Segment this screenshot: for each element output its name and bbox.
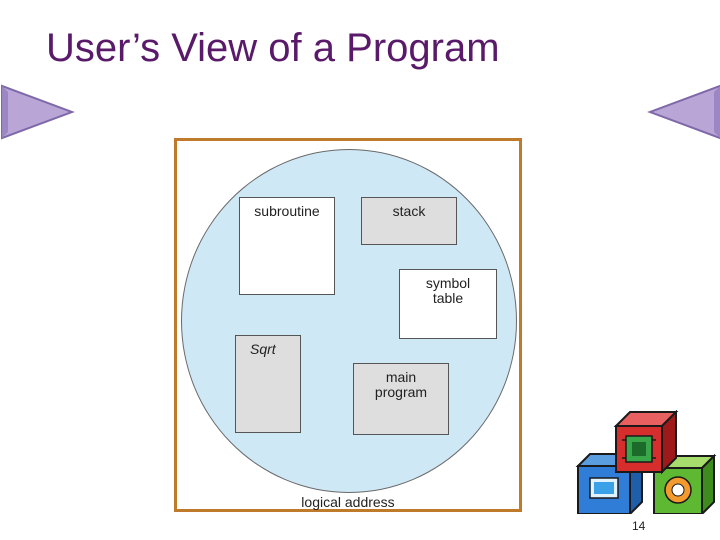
slide-title: User’s View of a Program	[46, 26, 500, 70]
segment-symbol-table: symbol table	[399, 269, 497, 339]
toy-blocks-clipart	[575, 410, 717, 514]
page-number: 14	[632, 519, 646, 533]
segment-sqrt: Sqrt	[235, 335, 301, 433]
previous-slide-arrow-icon[interactable]	[0, 84, 76, 140]
segment-stack-label: stack	[392, 203, 426, 219]
figure-caption: logical address	[301, 494, 395, 510]
logical-address-space-figure: subroutine stack symbol table Sqrt main …	[174, 138, 522, 512]
segment-main-program-label-line1: main	[385, 369, 417, 385]
segment-stack: stack	[361, 197, 457, 245]
segment-main-program: main program	[353, 363, 449, 435]
segment-symbol-table-label-line1: symbol	[425, 275, 471, 291]
segment-symbol-table-label-line2: table	[432, 290, 464, 306]
next-slide-arrow-icon[interactable]	[646, 84, 720, 140]
segment-main-program-label-line2: program	[374, 384, 428, 400]
segment-subroutine-label: subroutine	[254, 203, 320, 219]
segment-sqrt-label: Sqrt	[250, 341, 276, 357]
segment-subroutine: subroutine	[239, 197, 335, 295]
